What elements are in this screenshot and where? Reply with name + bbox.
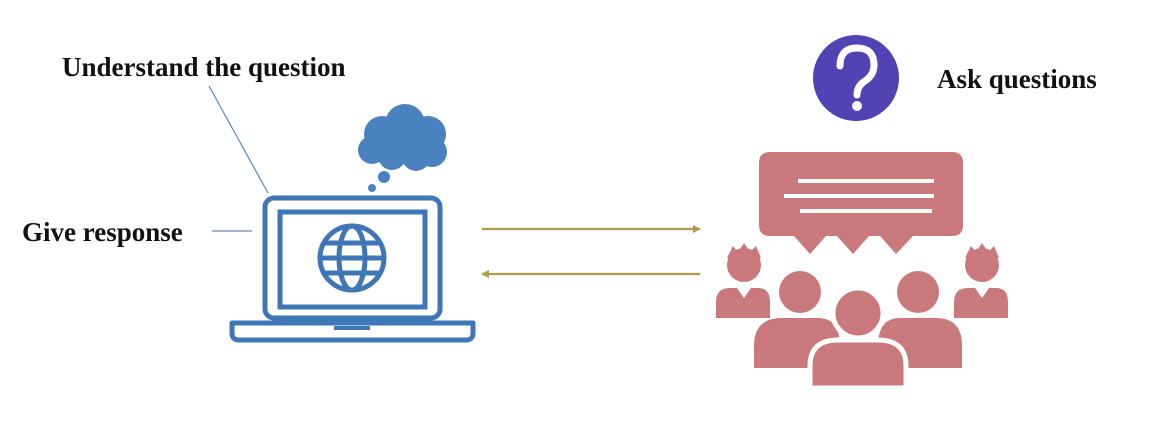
thought-cloud-icon bbox=[358, 104, 447, 192]
small-person-right bbox=[954, 243, 1008, 318]
speech-bubble-icon bbox=[759, 152, 963, 254]
small-person-left bbox=[716, 243, 770, 318]
question-mark-icon bbox=[813, 35, 899, 121]
globe-icon bbox=[317, 223, 387, 293]
laptop-icon bbox=[229, 195, 476, 343]
ask-questions-label: Ask questions bbox=[937, 64, 1097, 94]
understand-question-label: Understand the question bbox=[62, 52, 346, 82]
person-front-center bbox=[807, 285, 909, 391]
understand-leader-line bbox=[208, 85, 269, 194]
people-group-icon bbox=[716, 243, 1008, 391]
give-response-label: Give response bbox=[22, 217, 183, 247]
